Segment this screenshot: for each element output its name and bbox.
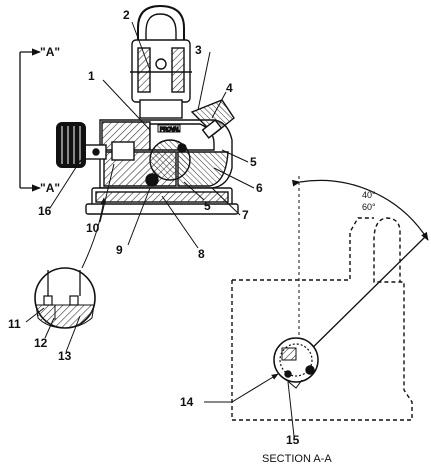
nameplate: PROVAL [160,127,180,133]
callout-10: 10 [86,221,100,235]
callout-2: 2 [123,8,130,22]
callout-5-top: 5 [250,155,257,169]
callout-4: 4 [226,81,233,95]
callout-11: 11 [8,317,21,331]
angle-label-60: 60° [362,202,376,212]
view-label-bottom: "A" [40,181,60,195]
callout-1: 1 [88,69,95,83]
view-label-top: "A" [40,45,60,59]
knob [56,122,86,168]
section-indicator [19,48,41,192]
section-title: SECTION A-A [262,453,332,465]
leader-lines [25,21,295,437]
callout-14: 14 [180,395,194,409]
callout-8: 8 [198,247,205,261]
angle-label-40: 40° [362,190,376,200]
detail-view [34,197,106,329]
callout-7: 7 [242,208,249,222]
section-view [231,176,429,421]
callout-3: 3 [195,43,202,57]
callout-16: 16 [38,204,52,218]
callout-5-bottom: 5 [204,199,211,213]
callout-9: 9 [116,243,123,257]
valve-assembly: PROVAL [79,4,239,215]
callout-15: 15 [286,433,300,447]
callout-13: 13 [58,349,72,363]
callout-12: 12 [34,336,48,350]
callout-6: 6 [256,181,263,195]
